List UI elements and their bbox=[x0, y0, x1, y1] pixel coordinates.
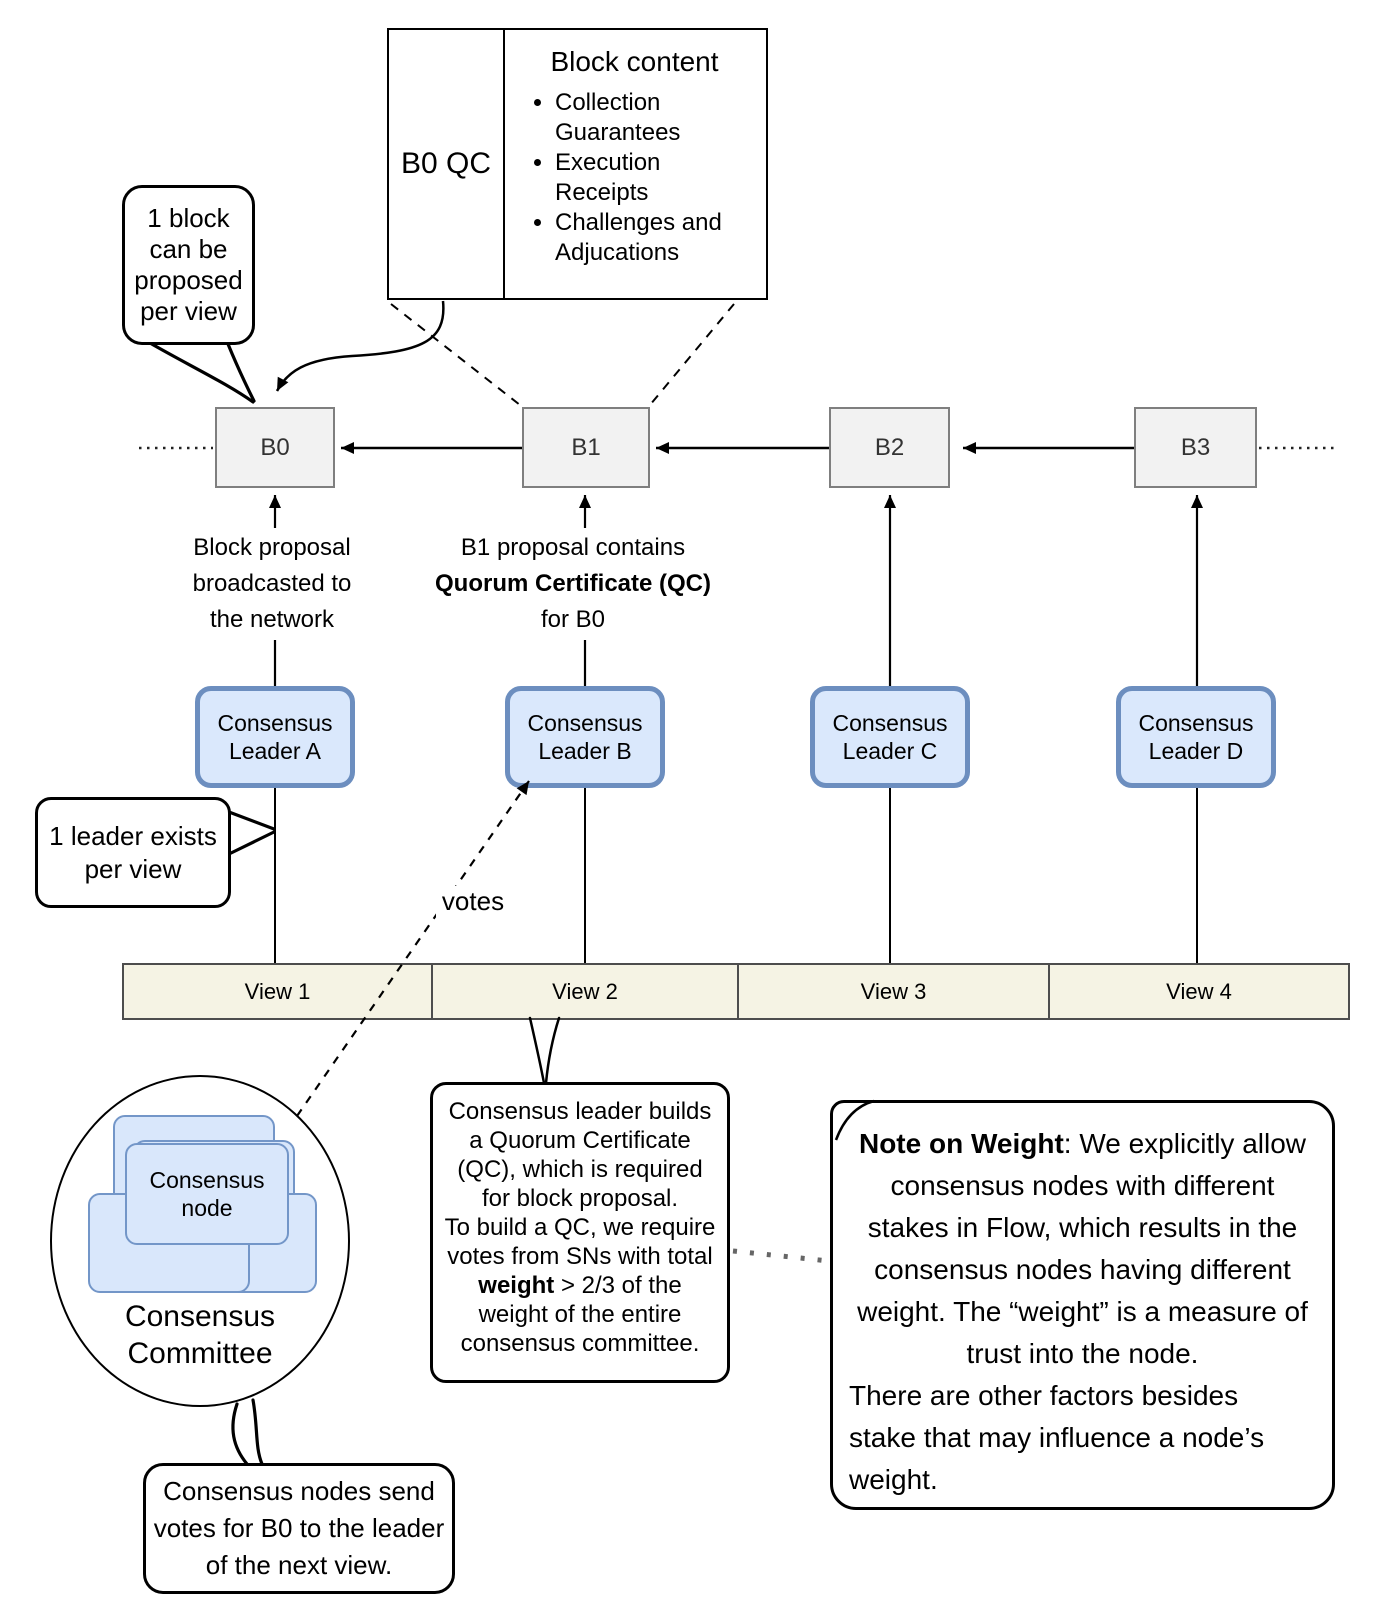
label-b1-line3: for B0 bbox=[540, 606, 606, 633]
label-b1-bold: Quorum Certificate (QC) bbox=[434, 570, 712, 597]
dashed-content-to-b1-right bbox=[649, 303, 735, 406]
leader-b: Consensus Leader B bbox=[505, 686, 665, 788]
bubble-one-leader-tail bbox=[227, 810, 276, 831]
view-cell-1: View 1 bbox=[124, 965, 433, 1018]
bubble-one-block-tail2 bbox=[226, 342, 256, 403]
block-content-box: B0 QC Block content Collection Guarantee… bbox=[387, 28, 768, 300]
block-b1: B1 bbox=[522, 407, 650, 488]
bubble-one-leader: 1 leader exists per view bbox=[35, 797, 231, 908]
leader-a: Consensus Leader A bbox=[195, 686, 355, 788]
view-bar: View 1 View 2 View 3 View 4 bbox=[122, 963, 1350, 1020]
note-on-weight-box: Note on Weight: We explicitly allow cons… bbox=[830, 1100, 1335, 1510]
qc-text-part2: To build a QC, we require votes from SNs… bbox=[444, 1214, 716, 1270]
consensus-node-card-front: Consensus node bbox=[125, 1143, 289, 1245]
committee-label: Consensus Committee bbox=[124, 1300, 276, 1370]
list-item: Collection Guarantees bbox=[555, 88, 758, 148]
block-b3: B3 bbox=[1134, 407, 1257, 488]
block-content-title: Block content bbox=[550, 46, 719, 77]
bubble-qc-tail bbox=[528, 1016, 546, 1085]
curved-arrow-qc-to-b0 bbox=[275, 300, 445, 392]
dotted-link-qc-note bbox=[732, 1248, 830, 1264]
bubble-qc-tail2 bbox=[544, 1016, 561, 1085]
label-b1-proposal: B1 proposal contains Quorum Certificate … bbox=[418, 528, 728, 640]
label-b1-line1: B1 proposal contains bbox=[460, 534, 686, 561]
bubble-bottom-tail2 bbox=[251, 1398, 264, 1466]
label-b0-proposal: Block proposal broadcasted to the networ… bbox=[157, 528, 387, 640]
view-cell-4: View 4 bbox=[1166, 978, 1232, 1004]
b0-qc-cell: B0 QC bbox=[389, 30, 505, 298]
bubble-one-block: 1 block can be proposed per view bbox=[122, 185, 255, 345]
votes-label: votes bbox=[436, 886, 510, 917]
leader-d: Consensus Leader D bbox=[1116, 686, 1276, 788]
list-item: Challenges and Adjucations bbox=[555, 208, 758, 268]
b0-qc-label: B0 QC bbox=[400, 147, 492, 180]
block-content-list: Collection Guarantees Execution Receipts… bbox=[511, 88, 758, 268]
note-centered-text: Note on Weight: We explicitly allow cons… bbox=[849, 1123, 1316, 1375]
note-title: Note on Weight bbox=[858, 1128, 1064, 1159]
list-item: Execution Receipts bbox=[555, 148, 758, 208]
dashed-content-to-b1-left bbox=[390, 303, 521, 406]
qc-text-bold: weight bbox=[478, 1272, 555, 1299]
bubble-one-leader-tail2 bbox=[227, 830, 276, 856]
block-content-cell: Block content Collection Guarantees Exec… bbox=[505, 30, 766, 298]
note-body: : We explicitly allow consensus nodes wi… bbox=[857, 1128, 1308, 1369]
bubble-one-block-tail bbox=[148, 341, 255, 404]
leader-c: Consensus Leader C bbox=[810, 686, 970, 788]
bubble-send-votes: Consensus nodes send votes for B0 to the… bbox=[143, 1463, 455, 1594]
block-b2: B2 bbox=[829, 407, 950, 488]
view-cell-3: View 3 bbox=[739, 965, 1050, 1018]
dashed-votes-arrow bbox=[296, 780, 530, 1117]
qc-text-part3: > 2/3 of the weight of the entire consen… bbox=[460, 1272, 700, 1357]
bubble-bottom-tail bbox=[231, 1402, 249, 1466]
bubble-qc-builder: Consensus leader builds a Quorum Certifi… bbox=[430, 1082, 730, 1383]
view-cell-2: View 2 bbox=[433, 965, 739, 1018]
note-left-text: There are other factors besides stake th… bbox=[849, 1380, 1265, 1495]
block-b0: B0 bbox=[215, 407, 335, 488]
qc-text-part1: Consensus leader builds a Quorum Certifi… bbox=[448, 1098, 712, 1212]
